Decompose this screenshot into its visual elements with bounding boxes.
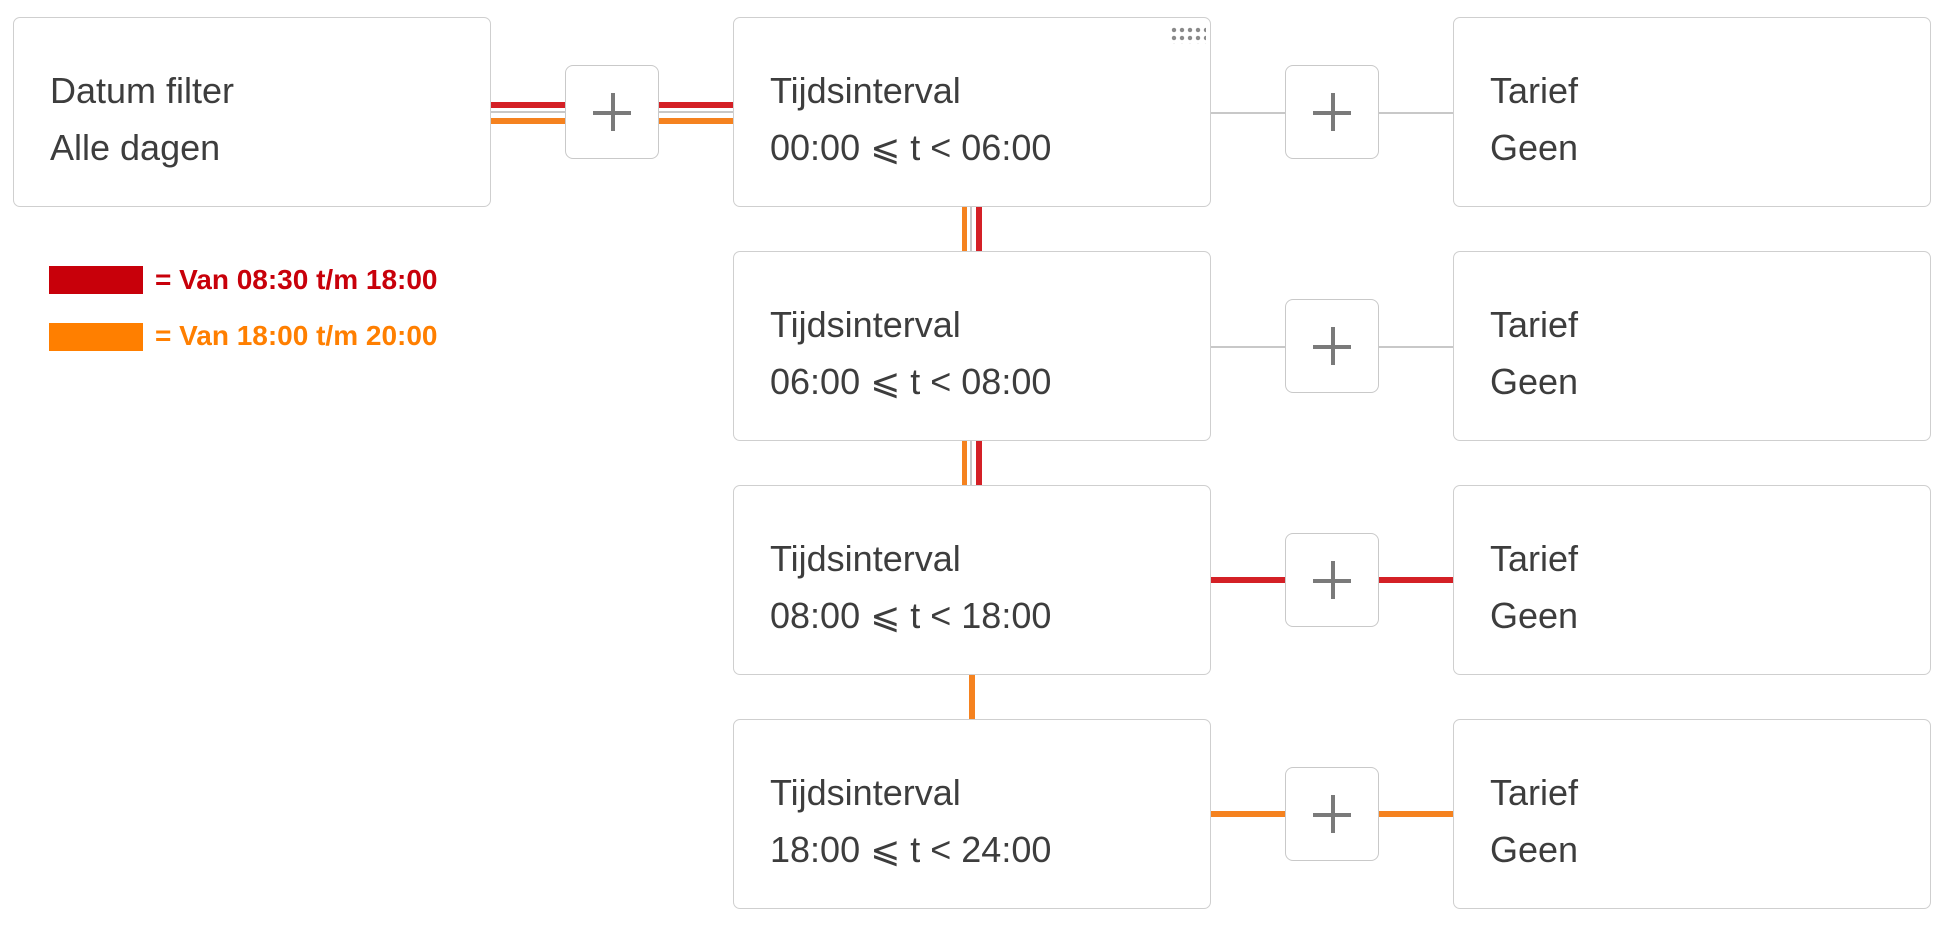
tariff-title: Tarief [1490,772,1579,813]
interval-range: 00:00 ⩽ t < 06:00 [770,127,1052,168]
interval-title: Tijdsinterval [770,70,961,111]
tariff-value: Geen [1490,829,1579,870]
interval-node-2[interactable]: Tijdsinterval 06:00 ⩽ t < 08:00 [733,251,1211,441]
add-button-row-4[interactable] [1285,767,1379,861]
wire-v1-orange [962,206,967,252]
tariff-title: Tarief [1490,538,1579,579]
add-button-filter[interactable] [565,65,659,159]
tariff-title: Tarief [1490,70,1579,111]
tariff-node-3[interactable]: Tarief Geen [1453,485,1931,675]
interval-title: Tijdsinterval [770,304,961,345]
date-filter-title: Datum filter [50,70,235,111]
tariff-value: Geen [1490,595,1579,636]
interval-title: Tijdsinterval [770,772,961,813]
interval-range: 18:00 ⩽ t < 24:00 [770,829,1052,870]
wire-v2-gray [970,440,972,486]
tariff-value: Geen [1490,127,1579,168]
date-filter-value: Alle dagen [50,127,221,168]
legend-swatch-red [49,266,143,294]
wire-v2-red [976,440,982,486]
tariff-node-2[interactable]: Tarief Geen [1453,251,1931,441]
interval-range: 06:00 ⩽ t < 08:00 [770,361,1052,402]
add-button-row-2[interactable] [1285,299,1379,393]
date-filter-node[interactable]: Datum filter Alle dagen [13,17,491,207]
legend-text-red: = Van 08:30 t/m 18:00 [155,264,438,295]
wire-v3-orange [969,674,975,720]
interval-node-1[interactable]: Tijdsinterval 00:00 ⩽ t < 06:00 [733,17,1211,207]
interval-node-3[interactable]: Tijdsinterval 08:00 ⩽ t < 18:00 [733,485,1211,675]
add-button-row-3[interactable] [1285,533,1379,627]
drag-handle-icon[interactable] [1170,26,1206,44]
legend-swatch-orange [49,323,143,351]
tariff-value: Geen [1490,361,1579,402]
legend-text-orange: = Van 18:00 t/m 20:00 [155,320,438,351]
interval-title: Tijdsinterval [770,538,961,579]
tariff-node-4[interactable]: Tarief Geen [1453,719,1931,909]
add-button-row-1[interactable] [1285,65,1379,159]
tariff-node-1[interactable]: Tarief Geen [1453,17,1931,207]
wire-v1-gray [970,206,972,252]
interval-range: 08:00 ⩽ t < 18:00 [770,595,1052,636]
wire-v2-orange [962,440,967,486]
wire-v1-red [976,206,982,252]
interval-node-4[interactable]: Tijdsinterval 18:00 ⩽ t < 24:00 [733,719,1211,909]
tariff-title: Tarief [1490,304,1579,345]
